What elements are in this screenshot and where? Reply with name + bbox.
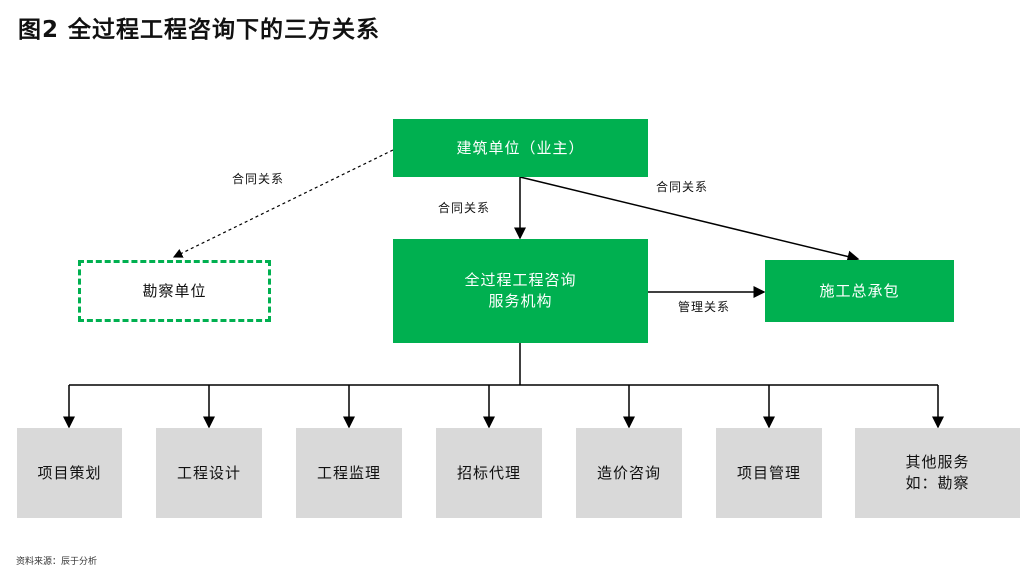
service-label: 工程设计 xyxy=(176,463,241,482)
owner-contractor-label: 合同关系 xyxy=(656,180,709,194)
service-node: 造价咨询 xyxy=(576,428,682,518)
service-node: 工程监理 xyxy=(296,428,402,518)
service-node: 招标代理 xyxy=(436,428,542,518)
service-label: 工程监理 xyxy=(316,463,381,482)
consultant-line1: 全过程工程咨询 xyxy=(464,271,577,289)
owner-node: 建筑单位（业主） xyxy=(393,119,648,177)
owner-survey-label: 合同关系 xyxy=(232,172,285,186)
service-label: 项目管理 xyxy=(736,463,801,482)
consultant-node: 全过程工程咨询 服务机构 xyxy=(393,239,648,343)
service-label: 其他服务 xyxy=(905,453,970,471)
owner-consultant-label: 合同关系 xyxy=(438,201,491,215)
owner-survey-line xyxy=(172,149,394,258)
service-label: 项目策划 xyxy=(37,463,102,482)
service-label: 招标代理 xyxy=(456,463,521,482)
consultant-line2: 服务机构 xyxy=(488,292,553,310)
service-node: 项目管理 xyxy=(716,428,822,518)
service-node: 工程设计 xyxy=(156,428,262,518)
contractor-node: 施工总承包 xyxy=(765,260,954,322)
service-drop-arrows xyxy=(63,385,944,429)
owner-contractor-line xyxy=(519,176,860,263)
service-label: 如：勘察 xyxy=(905,474,970,492)
page-title: 图2 全过程工程咨询下的三方关系 xyxy=(18,17,381,43)
service-node: 项目策划 xyxy=(17,428,122,518)
consultant-contractor-label: 管理关系 xyxy=(678,300,731,314)
survey-node: 勘察单位 xyxy=(78,260,271,322)
service-label: 造价咨询 xyxy=(596,463,661,482)
source-footer: 资料来源：辰于分析 xyxy=(16,557,98,567)
service-node: 其他服务如：勘察 xyxy=(855,428,1020,518)
